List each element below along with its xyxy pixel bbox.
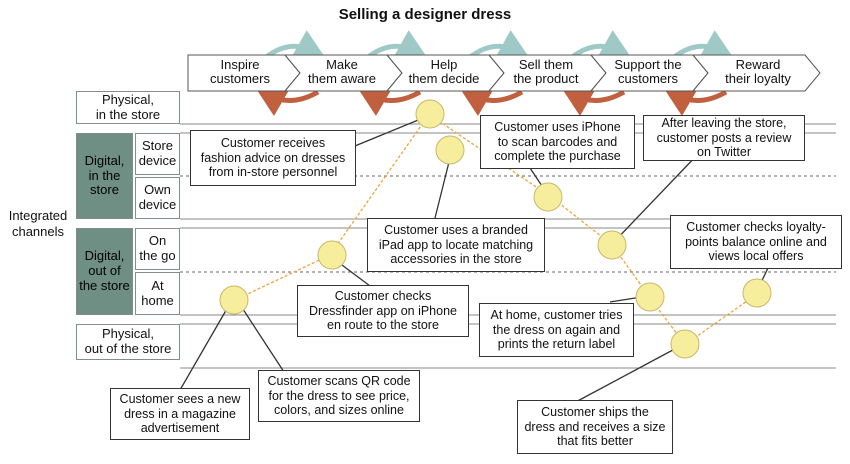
diagram-title: Selling a designer dress — [338, 6, 512, 23]
callout-line: customer posts a review — [656, 130, 792, 145]
lane-store-device: Store device — [135, 133, 180, 175]
callout-line: Customer checks loyalty- — [686, 219, 826, 234]
callout-return-label: At home, customer tries the dress on aga… — [479, 303, 634, 357]
stage-chevron-shape — [385, 54, 505, 92]
lane-label-line: Physical, — [101, 326, 155, 342]
callout-loyalty-points: Customer checks loyalty- points balance … — [670, 215, 842, 269]
callout-magazine-ad: Customer sees a new dress in a magazine … — [110, 388, 250, 440]
callout-line: At home, customer tries — [490, 307, 623, 322]
lane-digital-in-store: Digital, in the store — [76, 133, 133, 219]
callout-line: en route to the store — [327, 318, 439, 333]
lane-physical-out-of-store: Physical, out of the store — [76, 324, 180, 360]
callout-line: dress and receives a size — [524, 419, 666, 434]
callout-line: to scan barcodes and — [497, 134, 618, 149]
callout-line: from in-store personnel — [208, 165, 338, 180]
stage-chevron-shape — [283, 54, 403, 92]
callout-line: complete the purchase — [494, 149, 621, 164]
touchpoint-node — [533, 182, 563, 212]
integrated-channels-label: Integrated channels — [2, 208, 74, 239]
callout-ship-dress: Customer ships the dress and receives a … — [517, 400, 673, 454]
touchpoint-node — [670, 329, 700, 359]
lane-label-line: device — [138, 153, 177, 168]
callout-line: Customer uses iPhone — [494, 119, 621, 134]
callout-line: views local offers — [708, 249, 804, 264]
cycle-arc-bottom — [561, 87, 626, 117]
lane-label-line: the store — [79, 277, 130, 293]
callout-line: Dressfinder app on iPhone — [308, 303, 457, 318]
lane-label-line: store — [90, 182, 119, 198]
callout-scan-barcodes: Customer uses iPhone to scan barcodes an… — [480, 115, 635, 169]
stage-chevron-shape — [487, 54, 607, 92]
callout-line: for the dress to see price, — [268, 388, 410, 403]
callout-line: dress in a magazine — [124, 406, 236, 421]
touchpoint-node — [317, 240, 347, 270]
callout-line: points balance online and — [685, 234, 827, 249]
lane-label-line: Digital, — [84, 248, 125, 264]
lane-label-line: At — [151, 277, 164, 293]
lane-label-line: Own — [144, 182, 171, 198]
touchpoints — [219, 99, 772, 359]
callout-line: Customer receives — [220, 135, 326, 150]
stage-chevron-shape — [187, 54, 301, 92]
callout-line: After leaving the store, — [661, 115, 787, 130]
cycle-arc-bottom — [459, 87, 524, 117]
touchpoint-node — [219, 285, 249, 315]
lane-label-line: device — [138, 197, 177, 212]
stage-chevron-shape — [589, 54, 709, 92]
side-label-line: channels — [11, 223, 65, 239]
callout-line: Customer checks — [334, 288, 432, 303]
side-label-line: Integrated — [8, 208, 68, 223]
touchpoint-node — [635, 282, 665, 312]
lane-label-line: out of the store — [84, 341, 172, 356]
lane-digital-out-of-store: Digital, out of the store — [76, 228, 133, 315]
touchpoint-node — [597, 230, 627, 260]
callout-twitter-review: After leaving the store, customer posts … — [643, 115, 805, 161]
callout-qr-code: Customer scans QR code for the dress to … — [258, 370, 420, 422]
cycle-arc-bottom — [255, 87, 320, 117]
callout-ipad-app: Customer uses a branded iPad app to loca… — [367, 218, 545, 272]
callout-line: that fits better — [557, 434, 633, 449]
touchpoint-node — [435, 135, 465, 165]
touchpoint-node — [415, 99, 445, 129]
lane-own-device: Own device — [135, 177, 180, 219]
stage-chevron-shape — [691, 54, 821, 92]
callout-line: Customer scans QR code — [267, 373, 411, 388]
lane-at-home: At home — [135, 272, 180, 315]
callout-line: Customer ships the — [541, 404, 649, 419]
callout-line: Customer uses a branded — [384, 222, 528, 237]
callout-line: prints the return label — [497, 337, 616, 352]
callout-line: colors, and sizes online — [274, 403, 404, 418]
lane-physical-in-store: Physical, in the store — [76, 91, 180, 124]
lane-label-line: On — [148, 233, 167, 249]
stage-chevrons — [187, 54, 821, 92]
lane-label-line: in the — [88, 167, 121, 183]
lane-label-line: Physical, — [101, 91, 155, 107]
callout-dressfinder-app: Customer checks Dressfinder app on iPhon… — [297, 285, 469, 337]
callout-line: on Twitter — [697, 145, 751, 160]
callout-line: iPad app to locate matching — [378, 237, 534, 252]
callout-line: accessories in the store — [390, 252, 522, 267]
lane-on-the-go: On the go — [135, 228, 180, 270]
callout-in-store-advice: Customer receives fashion advice on dres… — [190, 130, 356, 186]
callout-line: fashion advice on dresses — [200, 150, 346, 165]
callout-line: the dress on again and — [492, 322, 621, 337]
callout-line: Customer sees a new — [119, 391, 241, 406]
lane-label-line: home — [141, 292, 174, 308]
touchpoint-node — [742, 278, 772, 308]
callout-line: advertisement — [140, 421, 220, 436]
lane-label-line: in the store — [95, 106, 161, 122]
lane-label-line: the go — [139, 248, 176, 263]
lane-label-line: Store — [141, 138, 174, 154]
cycle-arc-bottom — [663, 87, 728, 117]
cycle-arc-bottom — [357, 87, 422, 117]
lane-label-line: Digital, — [84, 152, 125, 168]
callout-pointers — [179, 115, 769, 405]
lane-label-line: out of — [88, 263, 121, 279]
